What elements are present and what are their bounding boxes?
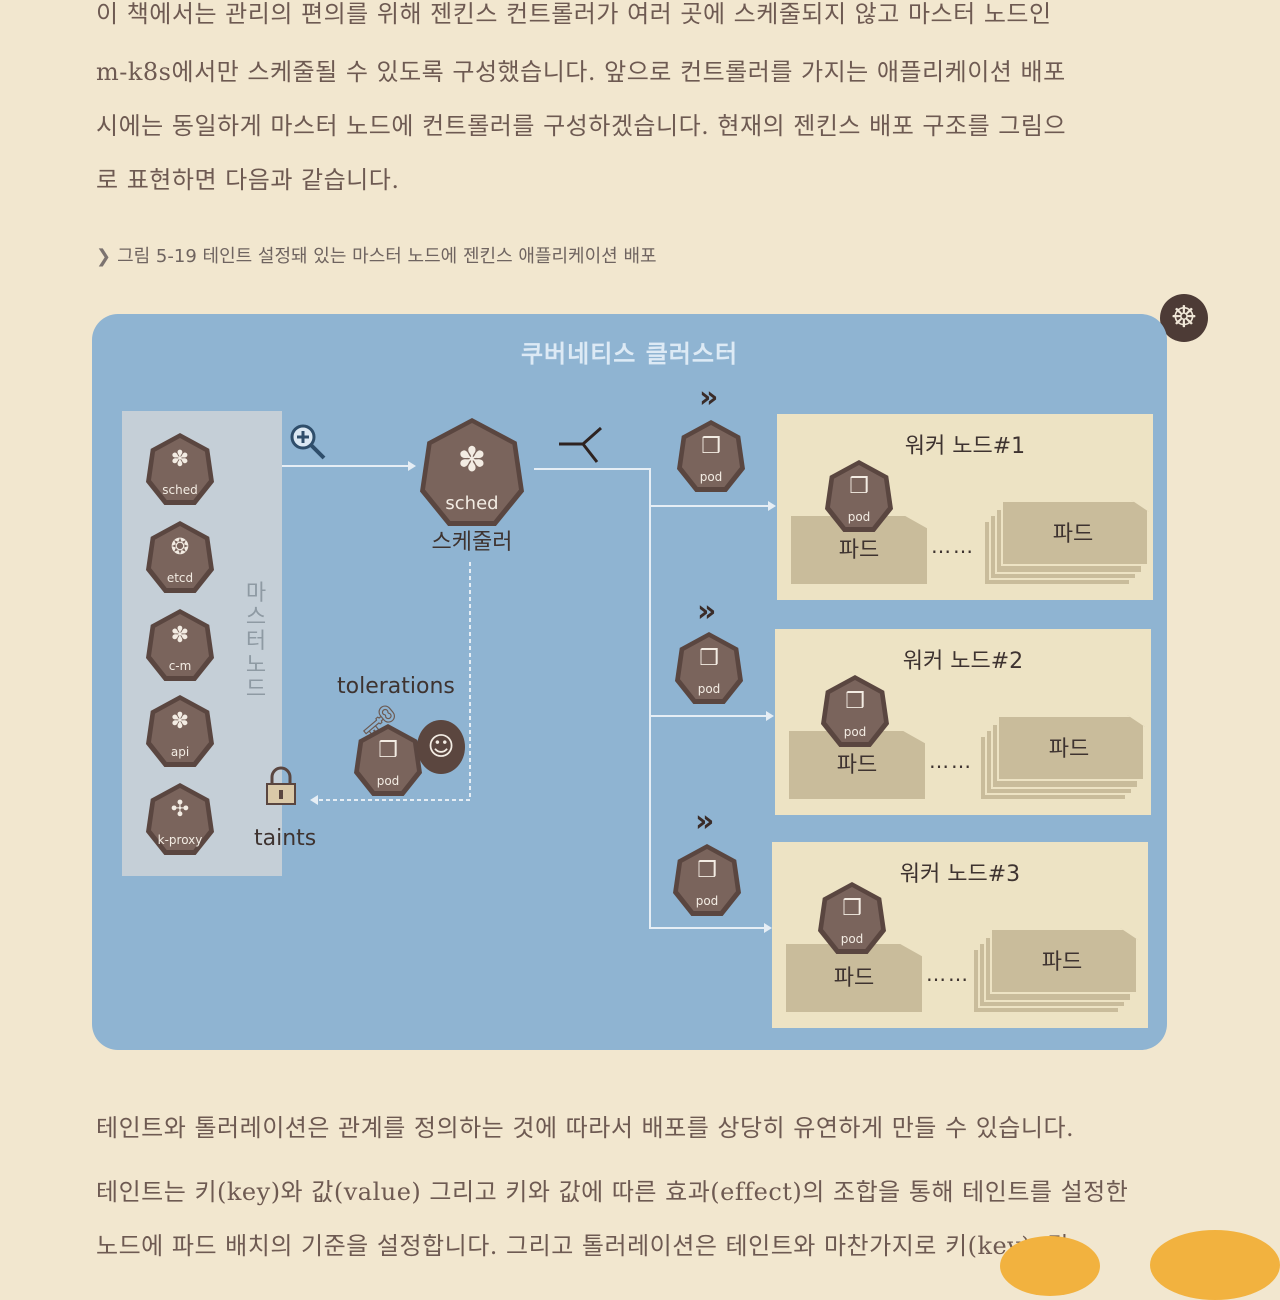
intro-line: 로 표현하면 다음과 같습니다.	[96, 160, 1206, 195]
cluster-diagram: 쿠버네티스 클러스터 ✽sched ❂etcd ✽c-m ✽api ✣k-pro…	[92, 314, 1167, 1050]
worker-title: 워커 노드#2	[775, 643, 1151, 675]
cube-icon: ❒	[818, 896, 886, 921]
worker-node-1: 워커 노드#1 파드 ❒pod …… 파드	[777, 414, 1153, 600]
pod-hex: ❒pod	[825, 460, 893, 532]
worker-node-3: 워커 노드#3 파드 ❒ pod …… 파드	[772, 842, 1148, 1028]
ellipsis: ……	[929, 749, 973, 773]
figure-caption: ❯ 그림 5-19 테인트 설정돼 있는 마스터 노드에 젠킨스 애플리케이션 배…	[96, 242, 657, 268]
tolerations-label: tolerations	[337, 674, 455, 699]
scheduler-caption: 스케줄러	[412, 524, 532, 556]
pod-hex: ❒ pod	[818, 882, 886, 954]
gear-icon: ✽	[146, 447, 214, 472]
intro-line: 이 책에서는 관리의 편의를 위해 젠킨스 컨트롤러가 여러 곳에 스케줄되지 …	[96, 0, 1206, 29]
page-tab-marker	[1150, 1230, 1280, 1300]
double-chevron-icon: »	[697, 594, 710, 629]
pod-stack-label: 파드	[1012, 944, 1112, 976]
cube-icon: ❒	[821, 689, 889, 714]
hex-label: sched	[146, 483, 214, 497]
jenkins-icon: ☺	[417, 720, 465, 774]
cube-icon: ❒	[673, 858, 741, 883]
worker-node-2: 워커 노드#2 파드 ❒pod …… 파드	[775, 629, 1151, 815]
worker-title: 워커 노드#3	[772, 856, 1148, 888]
gear-icon: ✽	[146, 709, 214, 734]
cube-icon: ❒	[825, 474, 893, 499]
kubernetes-logo-icon: ☸	[1160, 294, 1208, 342]
pod-box-label: 파드	[789, 747, 925, 779]
etcd-icon: ❂	[146, 535, 214, 560]
pod-stack-label: 파드	[1023, 516, 1123, 548]
ellipsis: ……	[931, 534, 975, 558]
taints-label: taints	[254, 826, 316, 851]
page-tab-marker	[1000, 1236, 1100, 1296]
cube-icon: ❒	[354, 738, 422, 763]
worker-title: 워커 노드#1	[777, 428, 1153, 460]
pod-box-label: 파드	[791, 532, 927, 564]
pod-box-label: 파드	[786, 960, 922, 992]
master-component-cm: ✽ c-m	[146, 609, 214, 681]
intro-line: 시에는 동일하게 마스터 노드에 컨트롤러를 구성하겠습니다. 현재의 젠킨스 …	[96, 106, 1206, 141]
pod-stack-label: 파드	[1019, 731, 1119, 763]
cube-icon: ❒	[675, 646, 743, 671]
lock-icon	[262, 766, 300, 806]
hex-label: pod	[818, 932, 886, 946]
master-component-etcd: ❂ etcd	[146, 521, 214, 593]
zoom-in-icon	[288, 422, 328, 462]
hex-label: c-m	[146, 659, 214, 673]
network-icon: ✣	[146, 797, 214, 822]
fork-icon	[557, 422, 613, 466]
body-line: 테인트와 톨러레이션은 관계를 정의하는 것에 따라서 배포를 상당히 유연하게…	[96, 1108, 1206, 1143]
chevron-down-icon: ❯	[96, 246, 111, 267]
double-chevron-icon: »	[699, 380, 712, 415]
pod-hex: ❒pod	[821, 675, 889, 747]
master-component-kproxy: ✣ k-proxy	[146, 783, 214, 855]
master-node-label: 마스터노드	[244, 582, 268, 702]
figure-caption-text: 그림 5-19 테인트 설정돼 있는 마스터 노드에 젠킨스 애플리케이션 배포	[117, 246, 656, 267]
ellipsis: ……	[926, 962, 970, 986]
hex-label: api	[146, 745, 214, 759]
master-component-api: ✽ api	[146, 695, 214, 767]
body-line: 테인트는 키(key)와 값(value) 그리고 키와 값에 따른 효과(ef…	[96, 1172, 1206, 1207]
hex-label: k-proxy	[146, 833, 214, 847]
intro-line: m-k8s에서만 스케줄될 수 있도록 구성했습니다. 앞으로 컨트롤러를 가지…	[96, 52, 1206, 87]
cube-icon: ❒	[677, 434, 745, 459]
hex-label: etcd	[146, 571, 214, 585]
double-chevron-icon: »	[695, 804, 708, 839]
master-component-sched: ✽ sched	[146, 433, 214, 505]
gear-icon: ✽	[420, 440, 524, 480]
gear-icon: ✽	[146, 623, 214, 648]
